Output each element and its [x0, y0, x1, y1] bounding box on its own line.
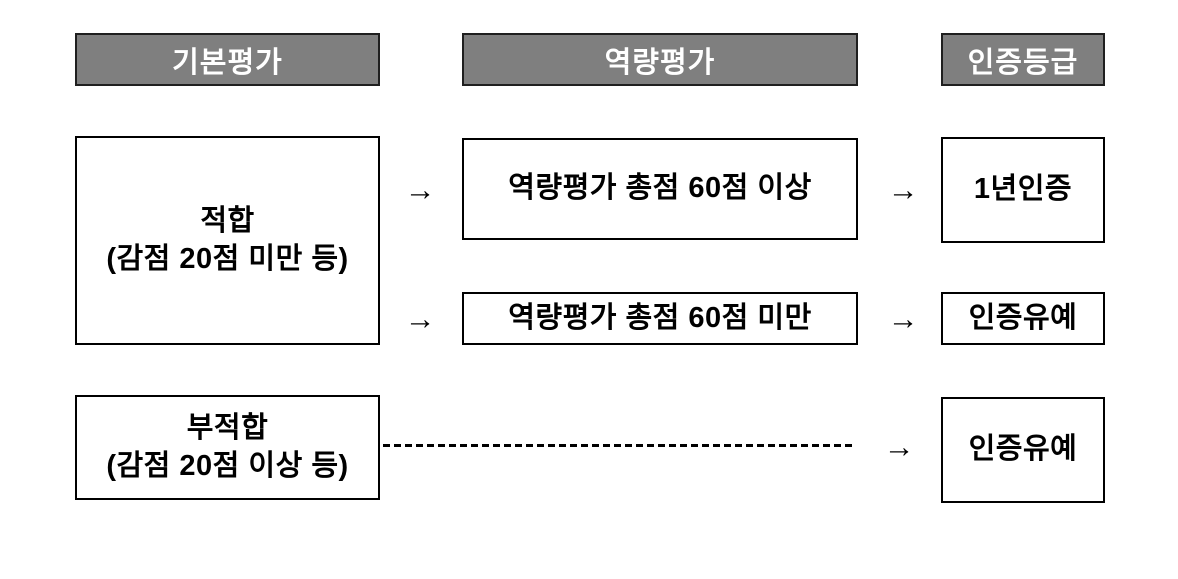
- node-fail-line2: (감점 20점 이상 등): [106, 449, 349, 482]
- node-certification-deferred-bottom-label: 인증유예: [968, 433, 1078, 466]
- arrow-row2-right-icon: →: [887, 300, 919, 336]
- node-certification-deferred-top-label: 인증유예: [968, 301, 1078, 334]
- header-certification-grade: 인증등급: [941, 33, 1105, 86]
- node-fail-line1: 부적합: [186, 412, 269, 445]
- node-fail: 부적합 (감점 20점 이상 등): [75, 395, 380, 500]
- arrow-row3-icon: →: [883, 428, 915, 464]
- node-pass: 적합 (감점 20점 미만 등): [75, 136, 380, 345]
- header-basic-evaluation: 기본평가: [75, 33, 380, 86]
- node-one-year-certification-label: 1년인증: [973, 173, 1073, 206]
- header-competency-evaluation-label: 역량평가: [604, 46, 716, 79]
- node-pass-line1: 적합: [200, 205, 255, 238]
- node-score-above-60: 역량평가 총점 60점 이상: [462, 138, 858, 240]
- node-certification-deferred-top: 인증유예: [941, 292, 1105, 345]
- header-competency-evaluation: 역량평가: [462, 33, 858, 86]
- node-score-below-60-label: 역량평가 총점 60점 미만: [508, 301, 812, 334]
- arrow-row1-left-icon: →: [404, 171, 436, 207]
- dashed-connector-line: [383, 444, 855, 447]
- node-pass-line2: (감점 20점 미만 등): [106, 242, 349, 275]
- arrow-row1-right-icon: →: [887, 171, 919, 207]
- header-certification-grade-label: 인증등급: [967, 46, 1079, 79]
- node-certification-deferred-bottom: 인증유예: [941, 397, 1105, 503]
- header-basic-evaluation-label: 기본평가: [172, 46, 283, 79]
- arrow-row2-left-icon: →: [404, 300, 436, 336]
- node-score-above-60-label: 역량평가 총점 60점 이상: [508, 172, 812, 205]
- node-one-year-certification: 1년인증: [941, 137, 1105, 243]
- node-score-below-60: 역량평가 총점 60점 미만: [462, 292, 858, 345]
